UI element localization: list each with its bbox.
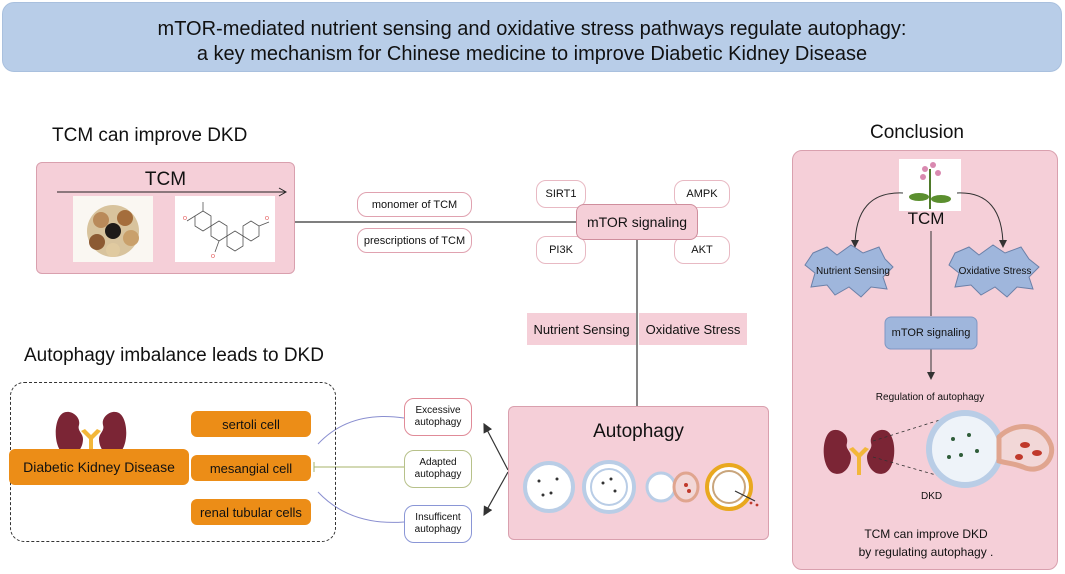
mtor-signaling-box: mTOR signaling [576, 204, 698, 240]
autophagy-process-illustration [523, 460, 759, 514]
arrow-excessive [483, 422, 509, 471]
autophagy-label: Autophagy [593, 421, 684, 442]
curve-insufficient [317, 491, 405, 523]
conclusion-mtor-signaling: mTOR signaling [891, 327, 971, 339]
sertoli-cell-box: sertoli cell [191, 411, 311, 437]
renal-tubular-cells-box: renal tubular cells [191, 499, 311, 525]
kidney-icon [55, 411, 127, 457]
heading-conclusion: Conclusion [870, 122, 964, 143]
title-line-1: mTOR-mediated nutrient sensing and oxida… [157, 18, 907, 40]
conclusion-tcm-label: TCM [907, 209, 945, 228]
ampk-box: AMPK [674, 180, 730, 208]
imbalance-dashed-box: Diabetic Kidney Disease sertoli cell mes… [9, 382, 336, 542]
svg-text:O: O [211, 254, 215, 260]
heading-tcm-improve-dkd: TCM can improve DKD [52, 125, 248, 146]
conclusion-regulation: Regulation of autophagy [875, 392, 985, 403]
prescriptions-of-tcm: prescriptions of TCM [357, 228, 472, 253]
molecule-image: O O O [175, 196, 275, 262]
svg-text:O: O [265, 216, 269, 222]
conclusion-summary-line-1: TCM can improve DKD [864, 527, 988, 541]
tcm-arrow [57, 187, 287, 197]
conclusion-oxidative-stress: Oxidative Stress [958, 266, 1032, 277]
monomer-of-tcm: monomer of TCM [357, 192, 472, 217]
autophagy-box: Autophagy [508, 406, 769, 540]
oxidative-stress-box: Oxidative Stress [639, 313, 747, 345]
heading-autophagy-imbalance: Autophagy imbalance leads to DKD [24, 345, 324, 366]
excessive-line-1: Excessive [415, 405, 461, 416]
tcm-box-label: TCM [144, 169, 187, 190]
conclusion-dkd-label: DKD [921, 491, 943, 502]
nutrient-sensing-box: Nutrient Sensing [527, 313, 636, 345]
adapted-line-2: autophagy [414, 469, 462, 480]
tcm-box: TCM O O O [36, 162, 295, 274]
diabetic-kidney-disease-box: Diabetic Kidney Disease [9, 449, 189, 485]
conclusion-box: TCM Nutrient Sensing Oxidative Stress mT… [792, 150, 1058, 570]
curve-excessive [317, 415, 405, 445]
pi3k-box: PI3K [536, 236, 586, 264]
conclusion-diagram [804, 159, 1055, 488]
mesangial-cell-box: mesangial cell [191, 455, 311, 481]
herbs-image [73, 196, 153, 262]
excessive-line-2: autophagy [414, 417, 462, 428]
svg-text:O: O [183, 216, 187, 222]
sirt1-box: SIRT1 [536, 180, 586, 208]
conclusion-nutrient-sensing: Nutrient Sensing [816, 266, 890, 277]
adapted-line-1: Adapted [419, 457, 457, 468]
akt-box: AKT [674, 236, 730, 264]
title-banner: mTOR-mediated nutrient sensing and oxida… [2, 2, 1062, 72]
arrow-insufficient [483, 471, 509, 517]
insufficient-line-2: autophagy [414, 524, 462, 535]
title-line-2: a key mechanism for Chinese medicine to … [196, 43, 868, 65]
insufficient-line-1: Insufficent [415, 512, 461, 523]
conclusion-summary-line-2: by regulating autophagy . [858, 545, 994, 559]
